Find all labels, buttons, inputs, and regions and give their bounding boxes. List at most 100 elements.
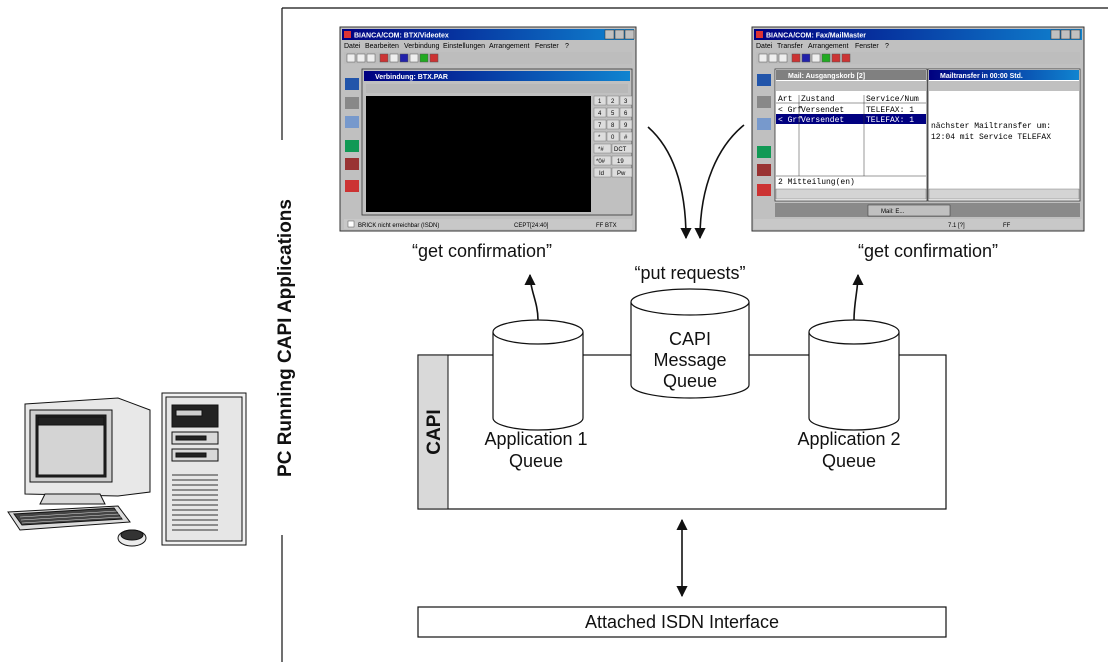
svg-text:TELEFAX: 1: TELEFAX: 1 [866, 106, 914, 115]
outbox-col-header[interactable]: Service/Num [866, 95, 919, 104]
maximize-button[interactable] [614, 29, 625, 40]
maximize-button[interactable] [1060, 29, 1071, 40]
svg-text:Versendet: Versendet [801, 106, 844, 115]
application-2-queue-label: Application 2 [797, 429, 900, 449]
btx-status-text: CEPT[24:40] [514, 223, 549, 229]
btx-keypad[interactable]: 1 2 3 4 5 6 7 8 9 * 0 # *# DCT *0# 19 Id… [593, 95, 633, 178]
btx-menu-item[interactable]: Datei [344, 43, 361, 50]
isdn-interface-box [417, 606, 947, 638]
minimize-button[interactable] [1050, 29, 1061, 40]
svg-text:#: # [624, 135, 628, 141]
message-queue-label: Queue [663, 371, 717, 391]
btx-side-icons[interactable] [345, 78, 359, 192]
btx-terminal-screen [366, 96, 591, 212]
svg-text:*0#: *0# [596, 159, 606, 165]
svg-text:*: * [598, 135, 601, 141]
pc-side-label: PC Running CAPI Applications [275, 199, 296, 477]
table-row-selected[interactable]: < Grf Versendet TELEFAX: 1 [776, 114, 926, 125]
svg-text:9: 9 [624, 123, 628, 129]
svg-text:7: 7 [598, 123, 602, 129]
btx-menu-item[interactable]: Einstellungen [443, 43, 485, 50]
svg-text:1: 1 [598, 99, 602, 105]
mailmaster-window-controls[interactable] [1050, 29, 1081, 40]
svg-text:8: 8 [611, 123, 615, 129]
svg-text:< Grf: < Grf [778, 116, 802, 125]
minimized-mail-window[interactable] [867, 204, 951, 217]
message-queue-label: CAPI [669, 329, 711, 349]
isdn-interface-label: Attached ISDN Interface [585, 612, 779, 632]
btx-menu-item[interactable]: Fenster [535, 43, 559, 50]
minimize-button[interactable] [604, 29, 615, 40]
right-get-confirmation: “get confirmation” [858, 241, 998, 261]
svg-text:6: 6 [624, 111, 628, 117]
btx-child-title: Verbindung: BTX.PAR [375, 74, 448, 81]
btx-status-checkbox[interactable] [347, 220, 355, 228]
svg-text:0: 0 [611, 135, 615, 141]
svg-text:2: 2 [611, 99, 615, 105]
close-button[interactable] [1070, 29, 1081, 40]
svg-text:Pw: Pw [617, 171, 626, 177]
btx-window[interactable]: BIANCA/COM: BTX/Videotex Datei Bearbeite… [339, 26, 637, 232]
btx-toolbar[interactable] [344, 52, 632, 64]
btx-window-controls[interactable] [604, 29, 635, 40]
capi-label: CAPI [424, 409, 445, 454]
btx-menu-item[interactable]: ? [565, 43, 569, 50]
application-1-queue-label: Application 1 [484, 429, 587, 449]
svg-text:3: 3 [624, 99, 628, 105]
outbox-title: Mail: Ausgangskorb [2] [788, 73, 865, 80]
outbox-footer: 2 Mitteilung(en) [778, 178, 855, 187]
application-2-queue [808, 319, 900, 431]
application-1-queue-label: Queue [509, 451, 563, 471]
mailmaster-window[interactable]: BIANCA/COM: Fax/MailMaster Datei Transfe… [751, 26, 1085, 232]
mailmaster-side-icons[interactable] [757, 74, 771, 196]
mailtransfer-title: Mailtransfer in 00:00 Std. [940, 73, 1023, 80]
svg-text:DCT: DCT [614, 147, 627, 153]
svg-text:5: 5 [611, 111, 615, 117]
mailmaster-menu-item[interactable]: Arrangement [808, 43, 849, 50]
capi-message-queue [630, 288, 750, 399]
mailmaster-toolbar[interactable] [756, 52, 1080, 64]
btx-menu-item[interactable]: Arrangement [489, 43, 530, 50]
svg-text:TELEFAX: 1: TELEFAX: 1 [866, 116, 914, 125]
outbox-scrollbar[interactable] [775, 188, 927, 200]
mailtransfer-message: 12:04 mit Service TELEFAX [931, 133, 1051, 142]
btx-app-icon [344, 31, 351, 38]
outbox-col-header[interactable]: Art [778, 95, 792, 104]
application-1-queue [492, 319, 584, 431]
mailmaster-status-text: 7.1 [?] [948, 223, 965, 229]
right-put-request-arrow [694, 124, 745, 240]
mailmaster-menu-item[interactable]: Fenster [855, 43, 879, 50]
svg-text:*#: *# [598, 147, 604, 153]
capi-label-bar [417, 354, 449, 510]
close-button[interactable] [624, 29, 635, 40]
btx-menu-item[interactable]: Bearbeiten [365, 43, 399, 50]
mailmaster-menu-item[interactable]: Transfer [777, 43, 803, 50]
table-row[interactable]: < Grf Versendet TELEFAX: 1 [778, 106, 914, 115]
mailmaster-menu-item[interactable]: ? [885, 43, 889, 50]
mailtransfer-scrollbar[interactable] [928, 188, 1080, 200]
svg-text:19: 19 [617, 159, 624, 165]
svg-text:< Grf: < Grf [778, 106, 802, 115]
btx-window-title: BIANCA/COM: BTX/Videotex [354, 33, 449, 40]
left-get-confirmation: “get confirmation” [412, 241, 552, 261]
btx-status-text: FF BTX [596, 223, 617, 229]
svg-text:Mail: E...: Mail: E... [881, 209, 905, 215]
btx-menu-item[interactable]: Verbindung [404, 43, 440, 50]
application-2-queue-label: Queue [822, 451, 876, 471]
outbox-col-header[interactable]: Zustand [801, 95, 835, 104]
svg-text:Versendet: Versendet [801, 116, 844, 125]
message-queue-label: Message [653, 350, 726, 370]
left-put-request-arrow [647, 126, 692, 240]
mailmaster-app-icon [756, 31, 763, 38]
mailtransfer-message: nächster Mailtransfer um: [931, 122, 1051, 131]
app1-confirm-arrow [524, 273, 539, 321]
app2-confirm-arrow [852, 273, 864, 321]
mailmaster-status-text: FF [1003, 223, 1011, 229]
svg-text:4: 4 [598, 111, 602, 117]
put-requests: “put requests” [634, 263, 745, 283]
mailmaster-window-title: BIANCA/COM: Fax/MailMaster [766, 33, 866, 40]
mailmaster-menu-item[interactable]: Datei [756, 43, 773, 50]
btx-status-text: BRICK nicht erreichbar (ISDN) [358, 223, 439, 229]
pc-frame [281, 7, 1108, 662]
